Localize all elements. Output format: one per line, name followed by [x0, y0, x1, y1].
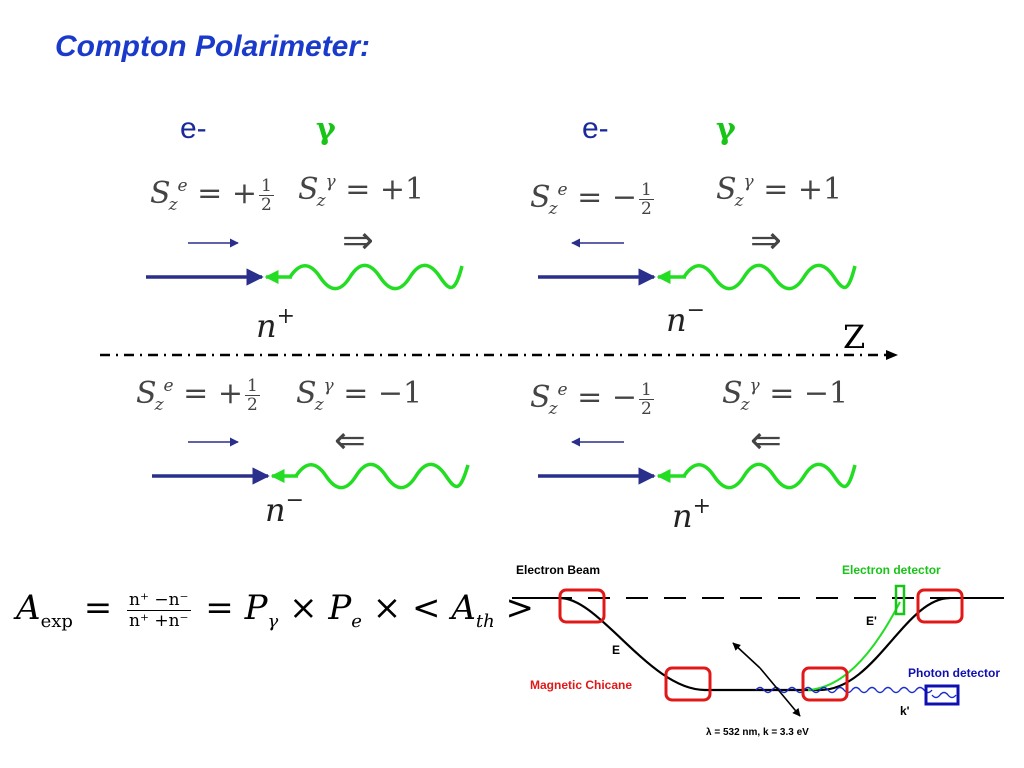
photon-detector-label: Photon detector [908, 666, 1000, 680]
photon-label-left: γ [316, 112, 336, 147]
photon-spin-arrow-right-icon: ⇒ [342, 218, 374, 262]
page-title: Compton Polarimeter: [55, 30, 371, 63]
photon-spin-q1: Szγ = +1 [298, 172, 425, 211]
magnet-3 [801, 666, 849, 702]
scattered-electron-path [807, 601, 901, 691]
photon-label-right: γ [716, 112, 736, 147]
magnet-2 [664, 666, 712, 702]
formula-numerator: n⁺ −n⁻ [127, 589, 191, 611]
laser-beam-arrow-icon [759, 667, 801, 717]
photon-spin-q4: Szγ = −1 [722, 376, 849, 415]
photon-wave-icon [682, 462, 857, 490]
photon-wave-icon [294, 462, 470, 490]
beam-energy-label: E [612, 643, 621, 657]
photon-spin-q2: Szγ = +1 [716, 172, 843, 211]
magnetic-chicane-label: Magnetic Chicane [530, 678, 633, 692]
laser-parameters-label: λ = 532 nm, k = 3.3 eV [706, 727, 809, 738]
z-axis-label: Z [843, 318, 866, 356]
electron-label-right: e- [582, 112, 609, 145]
count-label-q2: n− [666, 298, 706, 339]
electron-detector-box [894, 584, 906, 616]
photon-spin-q3: Szγ = −1 [296, 376, 423, 415]
count-label-q3: n− [265, 488, 305, 529]
photon-spin-arrow-left-icon: ⇐ [334, 418, 366, 462]
z-axis-arrowhead-icon [886, 350, 898, 360]
count-label-q1: n+ [256, 304, 296, 345]
laser-beam-arrow-icon [732, 642, 761, 669]
photon-momentum-label: k' [900, 704, 910, 718]
electron-label-left: e- [180, 112, 207, 145]
asymmetry-formula: Aexp = n⁺ −n⁻n⁺ +n⁻ = Pγ × Pe × < Ath > [16, 588, 535, 632]
photon-detector-box [924, 684, 960, 706]
magnet-1 [558, 588, 606, 624]
scattered-energy-label: E' [866, 614, 877, 628]
photon-spin-arrow-left-icon: ⇐ [750, 418, 782, 462]
magnet-4 [916, 588, 964, 624]
electron-beam-label: Electron Beam [516, 563, 601, 577]
backscattered-photon-wave [755, 686, 933, 694]
electron-detector-label: Electron detector [842, 563, 941, 577]
photon-spin-arrow-right-icon: ⇒ [750, 218, 782, 262]
photon-wave-icon [682, 263, 857, 291]
chicane-schematic [512, 584, 1004, 717]
photon-wave-icon [288, 263, 464, 291]
formula-denominator: n⁺ +n⁻ [129, 610, 189, 631]
count-label-q4: n+ [672, 494, 712, 535]
